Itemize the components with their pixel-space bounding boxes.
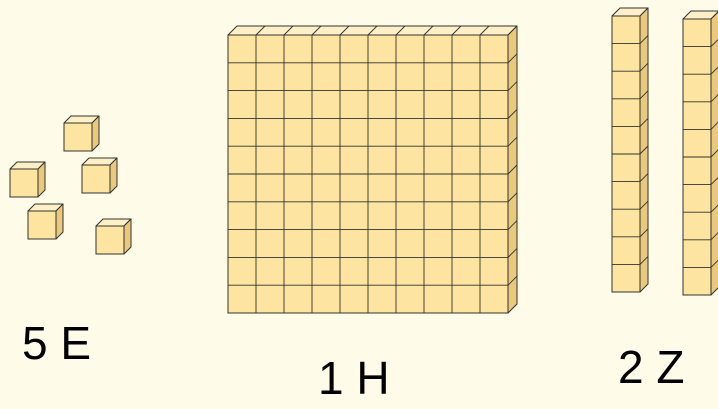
- label-hundreds: 1 H: [318, 355, 390, 401]
- unit-cube: [10, 162, 45, 197]
- unit-cube: [96, 219, 131, 254]
- unit-cube: [64, 116, 99, 151]
- label-ones: 5 E: [22, 320, 91, 366]
- hundred-flat: [228, 26, 517, 313]
- unit-cube: [82, 158, 117, 193]
- unit-cube: [28, 204, 63, 239]
- label-tens: 2 Z: [618, 344, 684, 390]
- ten-rod: [612, 8, 648, 292]
- ten-rod: [683, 11, 718, 295]
